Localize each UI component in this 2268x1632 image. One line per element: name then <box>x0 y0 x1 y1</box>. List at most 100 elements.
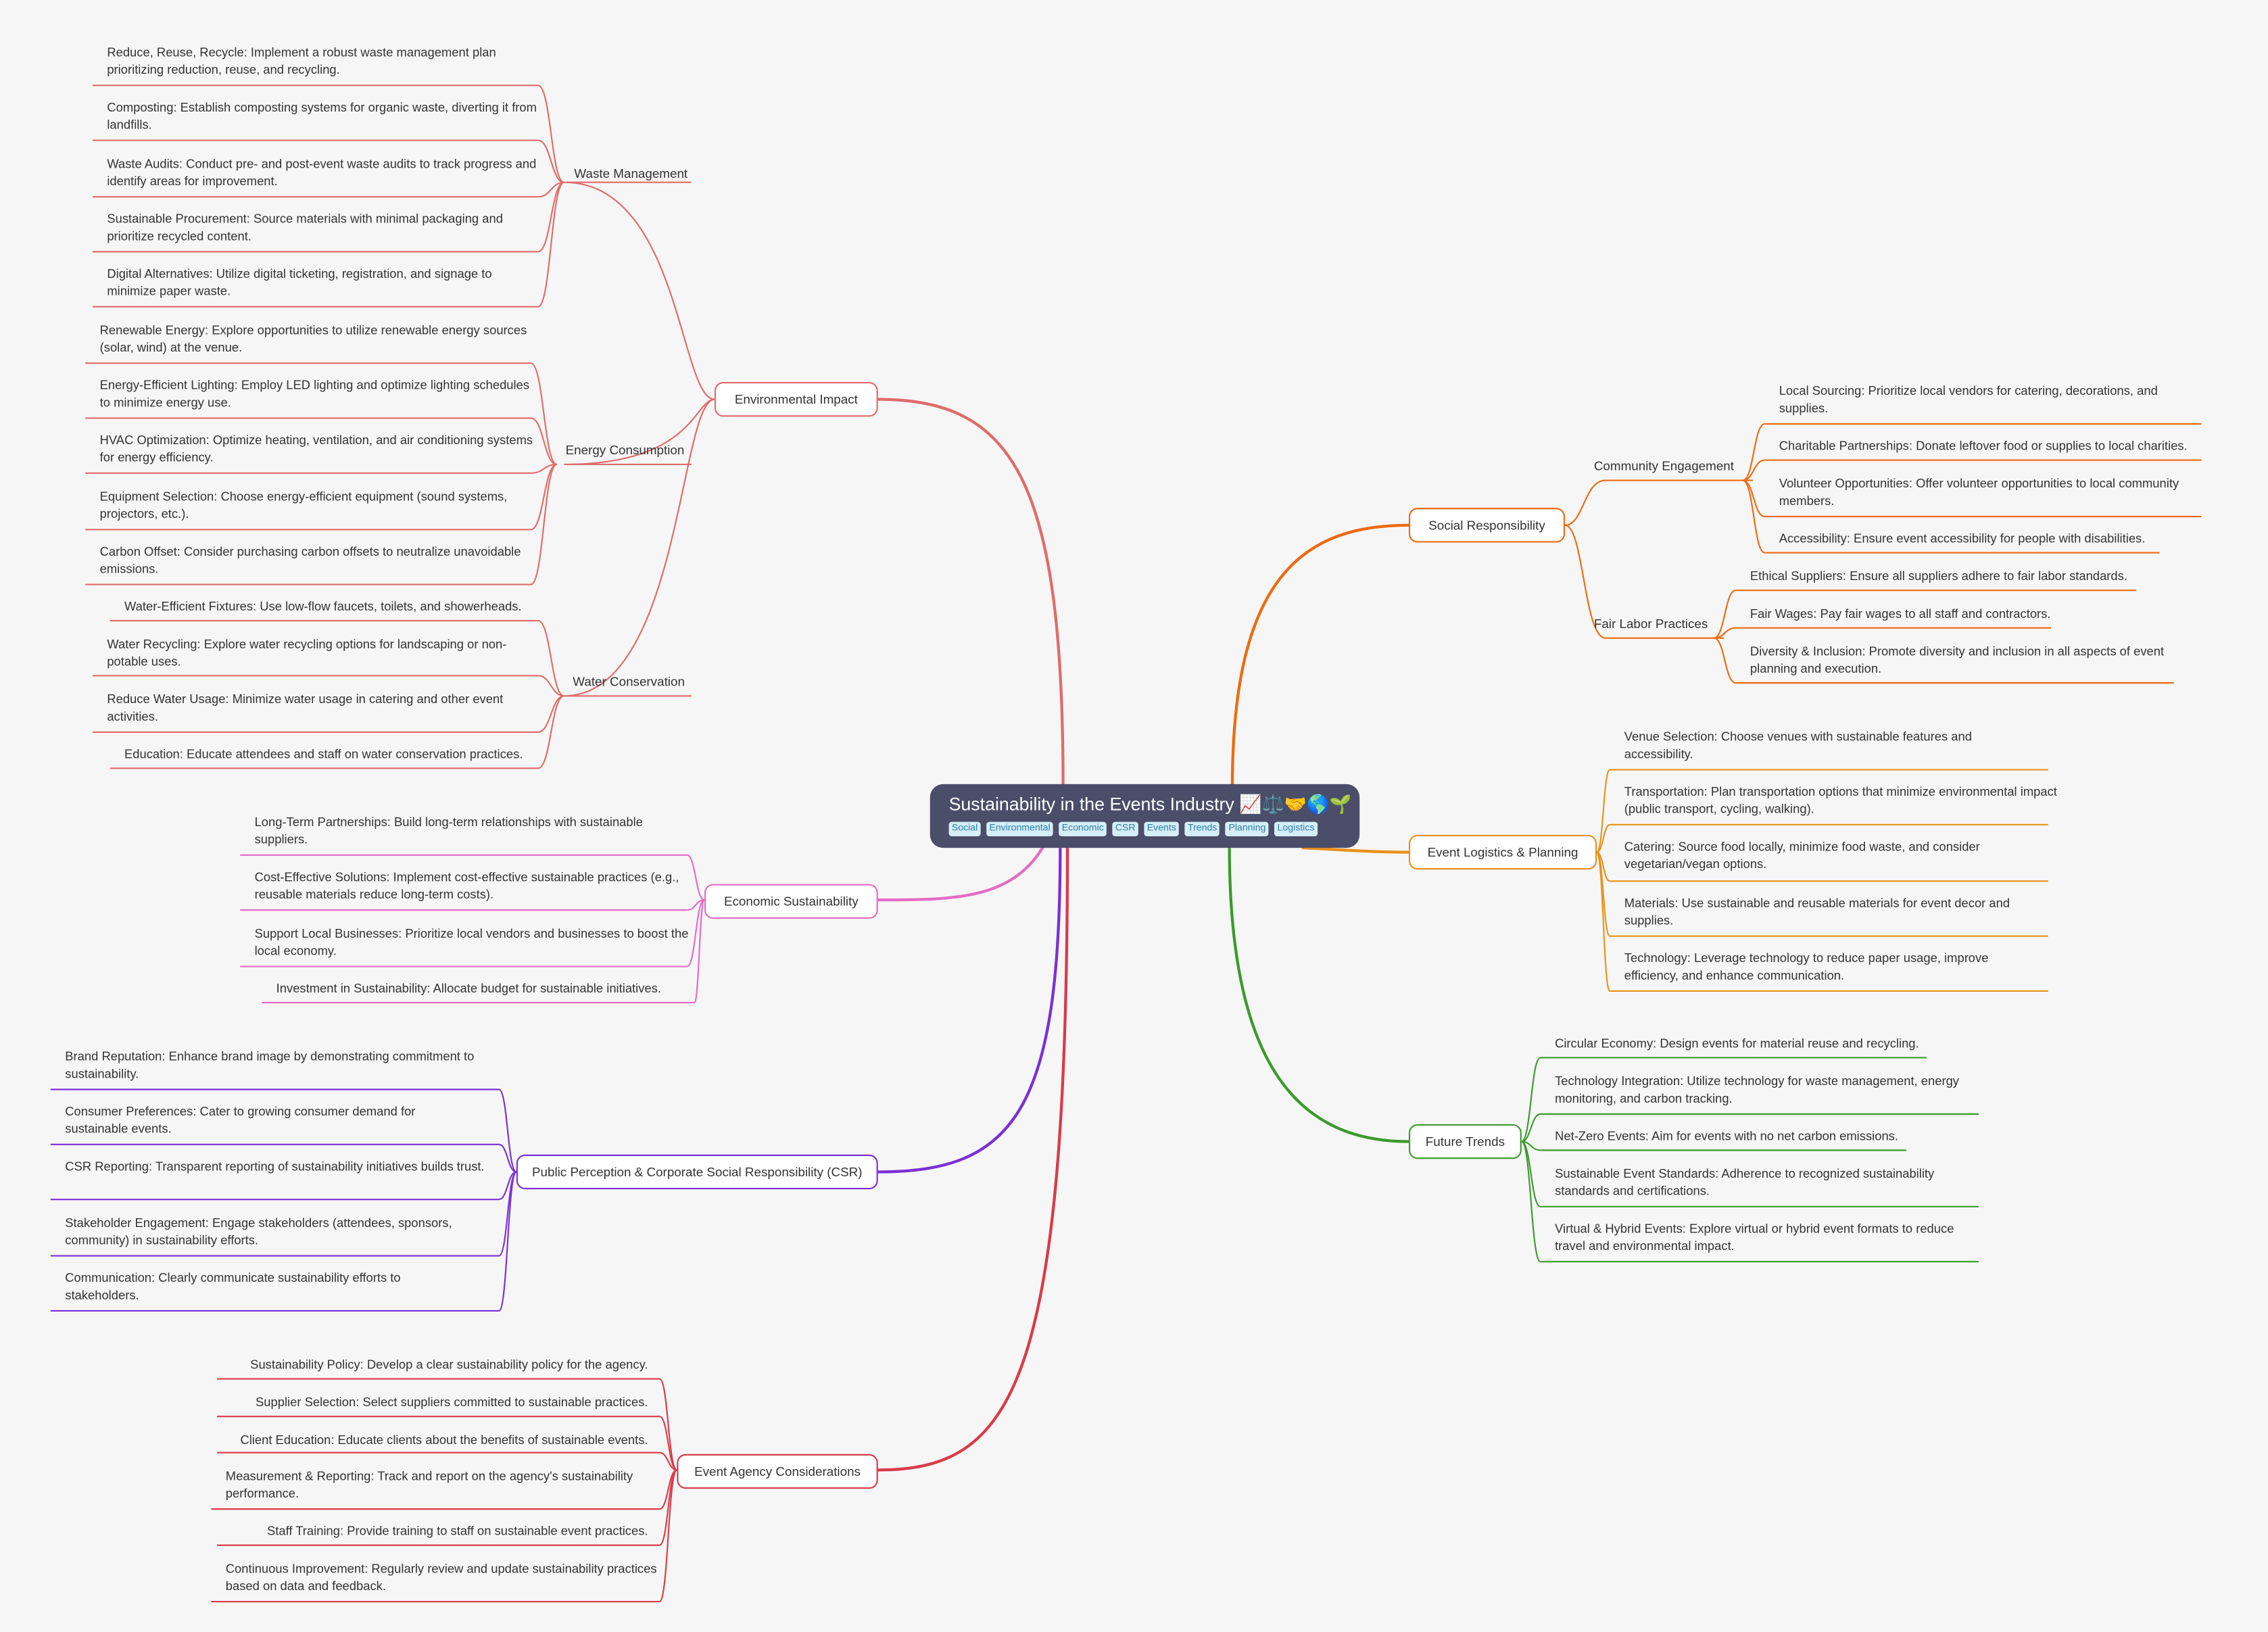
leaf-community-3: Volunteer Opportunities: Offer volunteer… <box>1779 476 2179 508</box>
sub-water-conservation[interactable]: Water Conservation <box>573 674 685 689</box>
leaf-waste-5: Digital Alternatives: Utilize digital ti… <box>107 266 492 298</box>
tag-environmental[interactable]: Environmental <box>986 821 1053 836</box>
leaf-agency-1: Sustainability Policy: Develop a clear s… <box>250 1357 648 1372</box>
leaf-community-4: Accessibility: Ensure event accessibilit… <box>1779 531 2146 546</box>
leaf-trends-1: Circular Economy: Design events for mate… <box>1555 1036 1919 1051</box>
edge-labor-curve-3 <box>1714 637 1736 684</box>
leaf-waste-3: Waste Audits: Conduct pre- and post-even… <box>107 156 537 189</box>
branch-future-trends[interactable]: Future Trends <box>1408 1124 1522 1159</box>
leaf-waste-2: Composting: Establish composting systems… <box>107 99 537 132</box>
edge-env-water <box>564 398 715 697</box>
branch-economic-sustainability[interactable]: Economic Sustainability <box>704 884 878 919</box>
leaf-labor-2: Fair Wages: Pay fair wages to all staff … <box>1750 606 2051 621</box>
edge-energy-curve-3 <box>531 463 557 474</box>
branch-csr[interactable]: Public Perception & Corporate Social Res… <box>516 1154 878 1190</box>
edge-agency-curve-3 <box>659 1451 677 1471</box>
leaf-trends-3: Net-Zero Events: Aim for events with no … <box>1555 1128 1898 1143</box>
leaf-community-1: Local Sourcing: Prioritize local vendors… <box>1779 383 2158 416</box>
edge-root-economic <box>877 844 1046 902</box>
tag-trends[interactable]: Trends <box>1184 821 1220 836</box>
sub-fair-labor[interactable]: Fair Labor Practices <box>1593 616 1708 631</box>
edge-water-curve-3 <box>537 695 564 733</box>
leaf-csr-3: CSR Reporting: Transparent reporting of … <box>65 1159 485 1174</box>
edge-energy-curve-4 <box>530 463 558 531</box>
edge-env-waste <box>564 181 715 400</box>
edge-economic-curve-3 <box>686 899 705 967</box>
edge-agency-curve-1 <box>658 1378 678 1471</box>
leaf-energy-3: HVAC Optimization: Optimize heating, ven… <box>99 432 533 464</box>
edge-csr-curve-1 <box>498 1088 517 1173</box>
edge-energy-curve-1 <box>530 362 558 466</box>
root-node[interactable]: Sustainability in the Events Industry 📈⚖… <box>930 784 1360 848</box>
leaf-energy-5: Carbon Offset: Consider purchasing carbo… <box>99 544 521 576</box>
edge-root-environmental <box>877 398 1065 788</box>
leaf-logistics-5: Technology: Leverage technology to reduc… <box>1624 951 1989 983</box>
leaf-water-3: Reduce Water Usage: Minimize water usage… <box>107 691 504 724</box>
leaf-logistics-4: Materials: Use sustainable and reusable … <box>1624 895 2010 928</box>
edge-agency-curve-6 <box>658 1469 678 1603</box>
leaf-waste-4: Sustainable Procurement: Source material… <box>107 211 503 243</box>
edge-waste-curve-1 <box>537 85 564 183</box>
edge-agency-curve-2 <box>659 1416 677 1471</box>
tag-planning[interactable]: Planning <box>1226 821 1269 836</box>
leaf-energy-1: Renewable Energy: Explore opportunities … <box>99 322 527 355</box>
edge-root-agency <box>877 848 1069 1472</box>
leaf-agency-5: Staff Training: Provide training to staf… <box>266 1523 648 1538</box>
edge-logistics-curve-2 <box>1596 823 1610 853</box>
tag-economic[interactable]: Economic <box>1059 821 1107 836</box>
branch-event-agency[interactable]: Event Agency Considerations <box>677 1454 878 1489</box>
tag-social[interactable]: Social <box>948 821 981 836</box>
tag-csr[interactable]: CSR <box>1112 821 1138 836</box>
sub-community-engagement[interactable]: Community Engagement <box>1593 458 1735 473</box>
edge-economic-curve-4 <box>693 899 706 1004</box>
edge-community-curve-1 <box>1742 423 1765 481</box>
sub-energy-consumption[interactable]: Energy Consumption <box>565 442 685 458</box>
leaf-water-2: Water Recycling: Explore water recycling… <box>107 636 507 669</box>
edge-waste-curve-4 <box>537 181 564 253</box>
edge-social-community <box>1564 479 1754 526</box>
edge-waste-curve-5 <box>537 181 564 308</box>
branch-environmental-impact[interactable]: Environmental Impact <box>714 381 878 417</box>
branch-logistics-planning[interactable]: Event Logistics & Planning <box>1408 834 1597 870</box>
edge-logistics-curve-1 <box>1596 769 1611 853</box>
leaf-trends-5: Virtual & Hybrid Events: Explore virtual… <box>1555 1221 1954 1253</box>
edge-community-curve-3 <box>1742 479 1765 518</box>
root-tags: Social Environmental Economic CSR Events… <box>948 821 1345 836</box>
sub-waste-management[interactable]: Waste Management <box>574 166 688 181</box>
leaf-economic-2: Cost-Effective Solutions: Implement cost… <box>254 869 679 902</box>
leaf-csr-5: Communication: Clearly communicate susta… <box>65 1270 401 1303</box>
leaf-logistics-3: Catering: Source food locally, minimize … <box>1624 839 1980 871</box>
leaf-labor-1: Ethical Suppliers: Ensure all suppliers … <box>1750 569 2127 583</box>
leaf-agency-2: Supplier Selection: Select suppliers com… <box>256 1395 648 1410</box>
edge-trends-curve-5 <box>1520 1141 1541 1263</box>
edge-env-energy <box>564 398 715 466</box>
edge-water-curve-4 <box>537 695 564 769</box>
edge-community-curve-4 <box>1742 479 1765 554</box>
edge-root-csr <box>877 848 1062 1174</box>
edge-root-logistics <box>1301 846 1409 854</box>
tag-logistics[interactable]: Logistics <box>1274 821 1318 836</box>
leaf-trends-2: Technology Integration: Utilize technolo… <box>1555 1073 1960 1106</box>
edge-trends-curve-2 <box>1521 1113 1541 1143</box>
root-title: Sustainability in the Events Industry 📈⚖… <box>948 794 1352 815</box>
edge-csr-curve-2 <box>498 1143 517 1173</box>
leaf-labor-3: Diversity & Inclusion: Promote diversity… <box>1750 644 2165 676</box>
leaf-agency-3: Client Education: Educate clients about … <box>240 1432 648 1447</box>
edge-labor-curve-2 <box>1714 627 1736 639</box>
tag-events[interactable]: Events <box>1144 821 1180 836</box>
leaf-economic-3: Support Local Businesses: Prioritize loc… <box>254 926 689 958</box>
edge-csr-curve-5 <box>498 1171 517 1312</box>
leaf-csr-2: Consumer Preferences: Cater to growing c… <box>65 1103 416 1136</box>
edge-social-labor <box>1564 524 1724 639</box>
edge-root-trends <box>1228 848 1409 1143</box>
leaf-community-2: Charitable Partnerships: Donate leftover… <box>1779 438 2188 453</box>
edge-water-curve-2 <box>537 675 564 697</box>
edge-root-social <box>1230 523 1409 788</box>
leaf-logistics-2: Transportation: Plan transportation opti… <box>1624 784 2057 817</box>
leaf-agency-6: Continuous Improvement: Regularly review… <box>225 1561 657 1593</box>
leaf-csr-4: Stakeholder Engagement: Engage stakehold… <box>65 1215 452 1247</box>
leaf-water-4: Education: Educate attendees and staff o… <box>124 746 523 761</box>
branch-social-responsibility[interactable]: Social Responsibility <box>1408 508 1566 543</box>
edge-energy-curve-5 <box>530 463 558 585</box>
